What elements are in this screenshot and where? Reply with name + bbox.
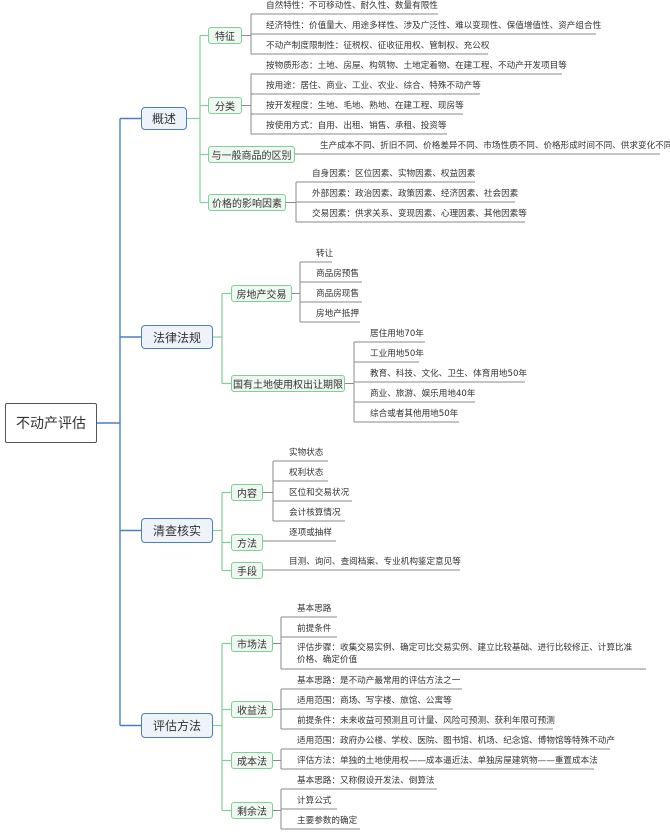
branch-node-label: 法律法规 [152,330,201,345]
topic-node[interactable]: 内容 [231,484,263,501]
topic-node-label: 方法 [237,539,257,550]
leaf-item[interactable]: 生产成本不同、折旧不同、价格差异不同、市场性质不同、价格形成时间不同、供求变化不… [320,141,670,151]
leaf-item[interactable]: 商品房预售 [316,269,359,279]
topic-node[interactable]: 市场法 [231,635,273,652]
leaf-item[interactable]: 适用范围：商场、写字楼、旅馆、公寓等 [297,696,452,706]
topic-node-label: 国有土地使用权出让期限 [233,380,343,391]
topic-node-label: 与一般商品的区别 [211,151,292,162]
leaf-item[interactable]: 评估方法：单独的土地使用权——成本逼近法、单独房屋建筑物——重置成本法 [297,756,598,766]
leaf-item[interactable]: 商业、旅游、娱乐用地40年 [370,389,476,399]
topic-node-label: 手段 [237,567,257,578]
root-node[interactable]: 不动产评估 [5,403,97,443]
leaf-item[interactable]: 按用途：居住、商业、工业、农业、综合、特殊不动产等 [266,81,481,91]
leaf-item[interactable]: 不动产制度限制性：征税权、征收征用权、管制权、充公权 [266,41,490,51]
leaf-item[interactable]: 逐项或抽样 [289,528,332,538]
leaf-item[interactable]: 工业用地50年 [370,349,424,359]
leaf-item[interactable]: 按使用方式：自用、出租、销售、承租、投资等 [266,121,447,131]
leaf-item[interactable]: 房地产抵押 [316,309,359,319]
topic-node[interactable]: 房地产交易 [231,285,292,302]
leaf-item[interactable]: 计算公式 [297,796,332,806]
branch-node[interactable]: 评估方法 [141,713,213,738]
leaf-item[interactable]: 区位和交易状况 [289,488,350,498]
branch-node[interactable]: 概述 [141,107,187,130]
topic-node[interactable]: 与一般商品的区别 [208,146,295,163]
leaf-item[interactable]: 按物质形态：土地、房屋、构筑物、土地定着物、在建工程、不动产开发项目等 [266,61,567,71]
topic-node[interactable]: 手段 [231,562,263,579]
leaf-item[interactable]: 评估步骤：收集交易实例、确定可比交易实例、建立比较基础、进行比较修正、计算比准价… [297,643,633,665]
leaf-item[interactable]: 按开发程度：生地、毛地、熟地、在建工程、现房等 [266,101,464,111]
topic-node[interactable]: 收益法 [231,701,273,718]
topic-node[interactable]: 剩余法 [231,802,273,819]
topic-node-label: 内容 [237,489,257,500]
leaf-item[interactable]: 自然特性：不可移动性、耐久性、数量有限性 [266,1,438,11]
branch-node-label: 清查核实 [152,524,201,538]
leaf-item[interactable]: 前提条件：未来收益可预测且可计量、风险可预测、获利年限可预测 [297,716,555,726]
topic-node[interactable]: 成本法 [231,752,273,769]
leaf-item[interactable]: 交易因素：供求关系、变现因素、心理因素、其他因素等 [312,209,527,219]
leaf-item[interactable]: 适用范围：政府办公楼、学校、医院、图书馆、机场、纪念馆、博物馆等特殊不动产 [297,736,615,746]
leaf-item[interactable]: 自身因素：区位因素、实物因素、权益因素 [312,169,476,179]
leaf-item[interactable]: 主要参数的确定 [297,816,358,826]
topic-node-label: 收益法 [237,706,267,717]
leaf-item[interactable]: 居住用地70年 [370,329,424,339]
leaf-item[interactable]: 会计核算情况 [289,508,341,518]
topic-node-label: 房地产交易 [236,290,287,301]
leaf-item[interactable]: 经济特性：价值量大、用途多样性、涉及广泛性、难以变现性、保值增值性、资产组合性 [266,21,602,31]
branch-node[interactable]: 法律法规 [141,325,213,349]
topic-node-label: 分类 [215,102,235,113]
topic-node-label: 特征 [215,32,235,43]
topic-node-label: 市场法 [237,640,267,651]
leaf-item[interactable]: 教育、科技、文化、卫生、体育用地50年 [370,369,528,379]
topic-node-label: 剩余法 [237,807,267,818]
leaf-item[interactable]: 基本思路：是不动产最常用的评估方法之一 [297,676,461,686]
leaf-item[interactable]: 外部因素：政治因素、政策因素、经济因素、社会因素 [312,189,519,199]
leaf-item[interactable]: 基本思路 [297,604,332,614]
root-node-label: 不动产评估 [16,416,86,432]
topic-node[interactable]: 特征 [208,27,242,44]
topic-node[interactable]: 国有土地使用权出让期限 [231,375,345,392]
leaf-item[interactable]: 目测、询问、查阅档案、专业机构鉴定意见等 [289,557,461,567]
topic-node-label: 价格的影响因素 [212,199,282,210]
leaf-item[interactable]: 实物状态 [289,448,324,458]
leaf-item[interactable]: 基本思路：又称假设开发法、倒算法 [297,776,435,786]
leaf-item[interactable]: 转让 [316,249,334,259]
topic-node-label: 成本法 [237,757,267,768]
topic-node[interactable]: 方法 [231,534,263,551]
topic-node[interactable]: 分类 [208,97,242,114]
branch-node-label: 评估方法 [152,719,201,733]
leaf-item[interactable]: 前提条件 [297,624,332,634]
branch-node-label: 概述 [151,112,176,126]
topic-node[interactable]: 价格的影响因素 [208,194,286,211]
leaf-item[interactable]: 商品房现售 [316,289,359,299]
leaf-item[interactable]: 综合或者其他用地50年 [370,409,459,419]
leaf-item[interactable]: 权利状态 [289,468,324,478]
branch-node[interactable]: 清查核实 [141,518,213,543]
